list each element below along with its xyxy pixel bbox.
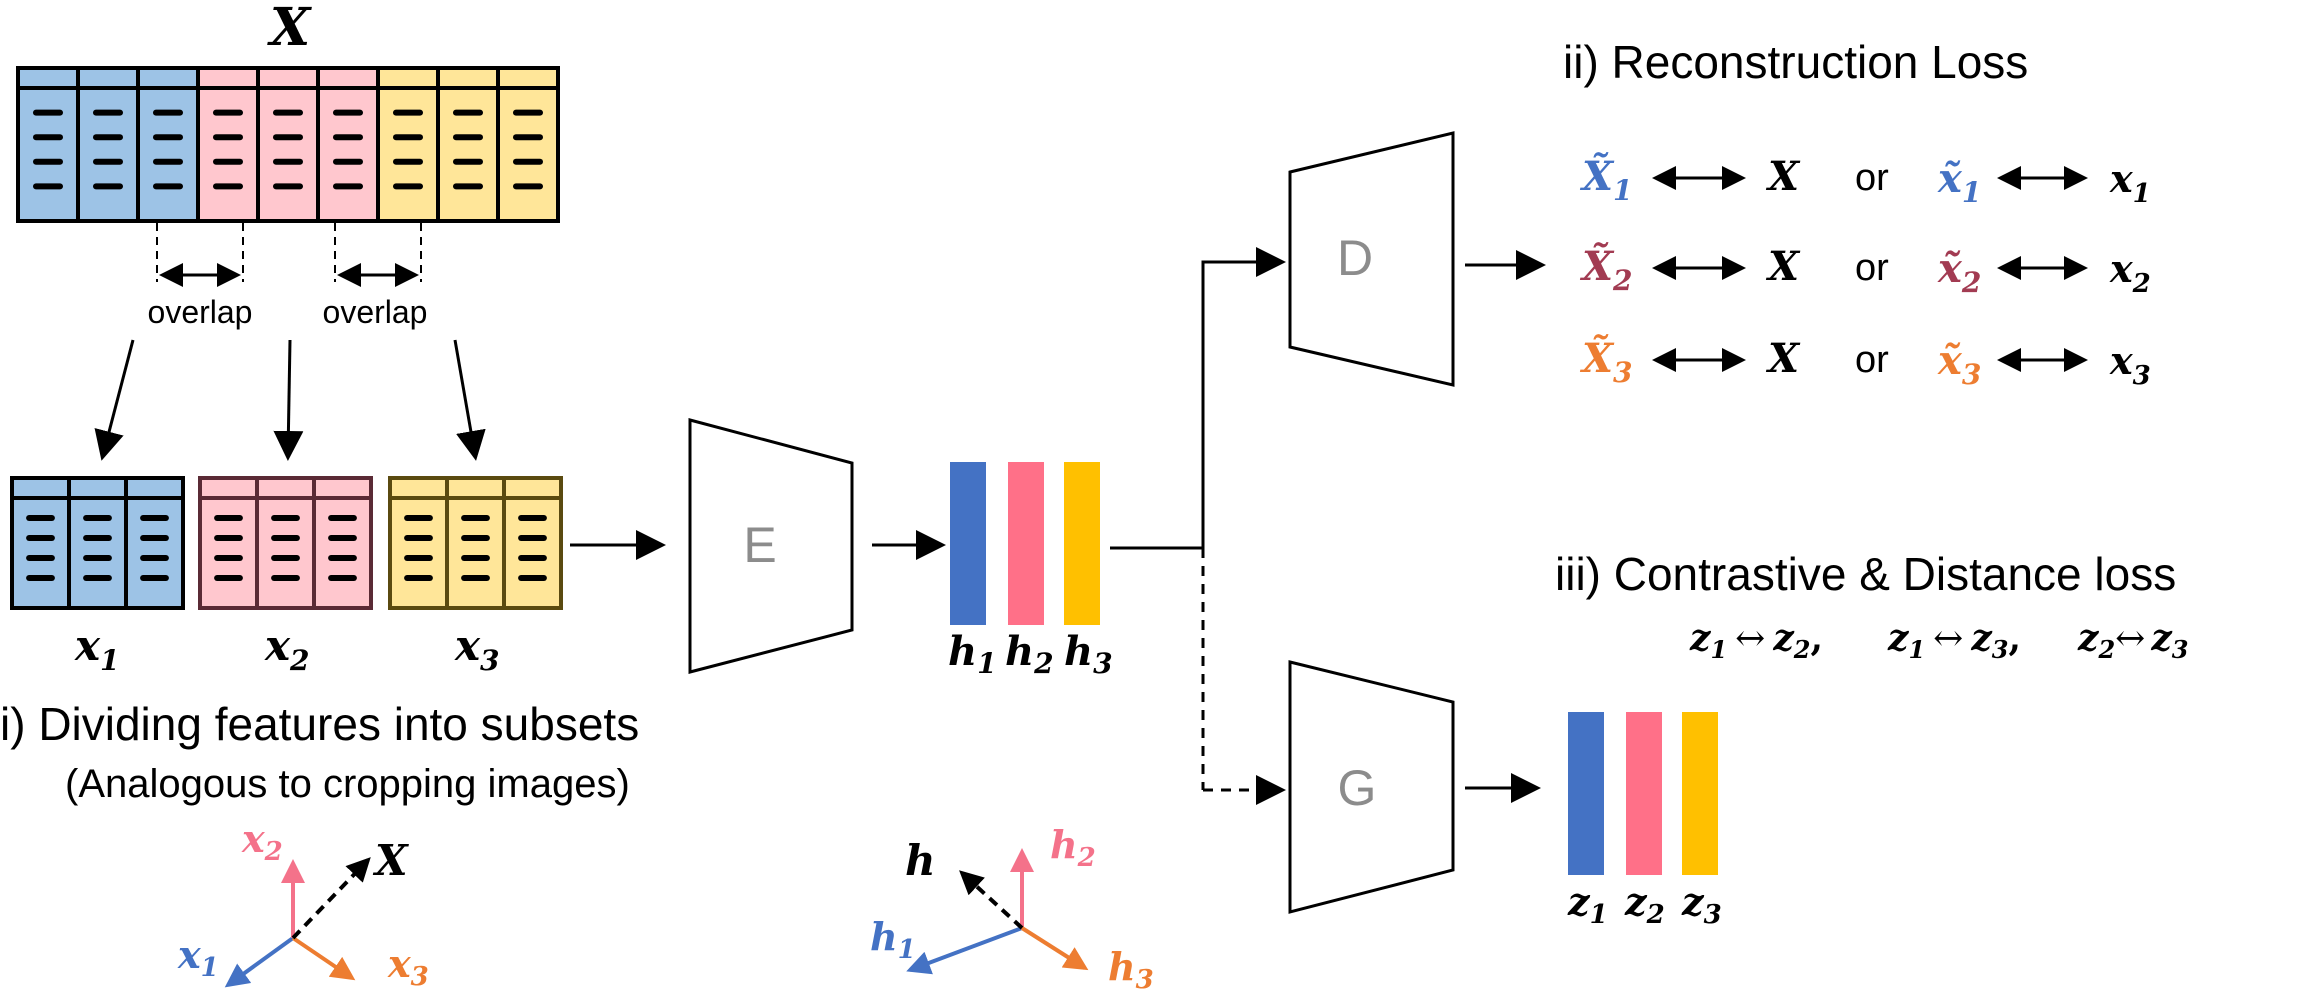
h3-bar — [1064, 462, 1100, 625]
vec-x1-label: x1 — [177, 932, 219, 983]
decoder-block: D — [1288, 131, 1455, 387]
subset-label-x3: x3 — [454, 621, 500, 677]
section-ii-title: ii) Reconstruction Loss — [1563, 36, 2028, 88]
recon-end-term: x3 — [2109, 338, 2151, 391]
z3-bar — [1682, 712, 1718, 875]
z2-label: z2 — [1624, 879, 1665, 930]
top-table-column — [376, 66, 440, 223]
recon-left-term: X̃2 — [1579, 243, 1633, 297]
recon-mid-term: X — [1765, 243, 1801, 290]
h1-label: h1 — [948, 628, 997, 680]
subset-table-x1 — [10, 476, 185, 610]
subset-table-x2 — [198, 476, 373, 610]
subset-label-x2: x2 — [264, 621, 310, 677]
h1-bar — [950, 462, 986, 625]
projector-block: G — [1288, 660, 1455, 914]
branch-connectors — [1110, 247, 1286, 805]
z2-bar — [1626, 712, 1662, 875]
recon-right-term: x̃1 — [1937, 155, 1981, 209]
vec-x2-label: x2 — [241, 816, 283, 867]
vector-diagram-h: h1 h2 h3 h — [870, 822, 1154, 995]
section-i-title: i) Dividing features into subsets — [0, 698, 639, 750]
recon-or: or — [1855, 247, 1889, 289]
recon-or: or — [1855, 157, 1889, 199]
subset-column — [124, 476, 185, 610]
top-table-column — [496, 66, 560, 223]
top-table-column — [16, 66, 80, 223]
top-table-column — [136, 66, 200, 223]
vec-h-label: h — [905, 836, 936, 885]
top-table-column — [76, 66, 140, 223]
subset-labels: x1 x2 x3 — [74, 621, 500, 677]
recon-or: or — [1855, 339, 1889, 381]
subset-column — [445, 476, 506, 610]
vec-x3-label: x3 — [387, 941, 429, 992]
h3-label: h3 — [1064, 628, 1113, 680]
subset-column — [388, 476, 449, 610]
full-feature-table: X — [16, 0, 560, 223]
section-iii-title: iii) Contrastive & Distance loss — [1555, 548, 2176, 600]
recon-end-term: x2 — [2109, 246, 2151, 299]
recon-left-term: X̃1 — [1579, 153, 1633, 207]
h2-bar — [1008, 462, 1044, 625]
encoder-block: E — [688, 418, 854, 674]
projector-label: G — [1338, 760, 1377, 816]
recon-end-term: x1 — [2109, 156, 2151, 209]
pair-3: z2↔z3 — [2077, 617, 2188, 664]
subset-column — [502, 476, 563, 610]
contrastive-pairs: z1↔z2, z1↔z3, z2↔z3 — [1689, 617, 2188, 664]
recon-mid-term: X — [1765, 335, 1801, 382]
z-bars: z1 z2 z3 — [1567, 712, 1722, 930]
subset-column — [255, 476, 316, 610]
vec-h2-label: h2 — [1050, 822, 1096, 873]
recon-left-term: X̃3 — [1579, 335, 1633, 389]
top-table-column — [316, 66, 380, 223]
top-table-column — [256, 66, 320, 223]
subset-column — [198, 476, 259, 610]
h-bars: h1 h2 h3 — [948, 462, 1113, 680]
encoder-label: E — [743, 517, 776, 573]
top-table-column — [436, 66, 500, 223]
decoder-label: D — [1337, 230, 1373, 286]
subset-tables — [10, 476, 563, 610]
vec-X-label: X — [372, 836, 409, 885]
h2-label: h2 — [1005, 628, 1054, 680]
overlap-label-2: overlap — [323, 294, 428, 330]
z1-bar — [1568, 712, 1604, 875]
overlap-indicators: overlap overlap — [148, 223, 428, 330]
vec-h3-label: h3 — [1108, 944, 1154, 995]
overlap-label-1: overlap — [148, 294, 253, 330]
recon-right-term: x̃2 — [1937, 245, 1981, 299]
vec-h1-label: h1 — [870, 914, 916, 965]
subset-column — [312, 476, 373, 610]
subset-label-x1: x1 — [74, 621, 120, 677]
table-title-X: X — [267, 0, 313, 58]
z1-label: z1 — [1567, 879, 1608, 930]
recon-right-term: x̃3 — [1937, 337, 1981, 391]
section-i-subtitle: (Analogous to cropping images) — [65, 762, 630, 806]
top-table-column — [196, 66, 260, 223]
split-arrows — [94, 339, 486, 461]
subset-column — [67, 476, 128, 610]
recon-mid-term: X — [1765, 153, 1801, 200]
pair-2: z1↔z3, — [1887, 617, 2021, 664]
subset-column — [10, 476, 71, 610]
pair-1: z1↔z2, — [1689, 617, 1823, 664]
z3-label: z3 — [1681, 879, 1722, 930]
subset-table-x3 — [388, 476, 563, 610]
vector-diagram-x: x1 x2 x3 X — [177, 816, 429, 992]
